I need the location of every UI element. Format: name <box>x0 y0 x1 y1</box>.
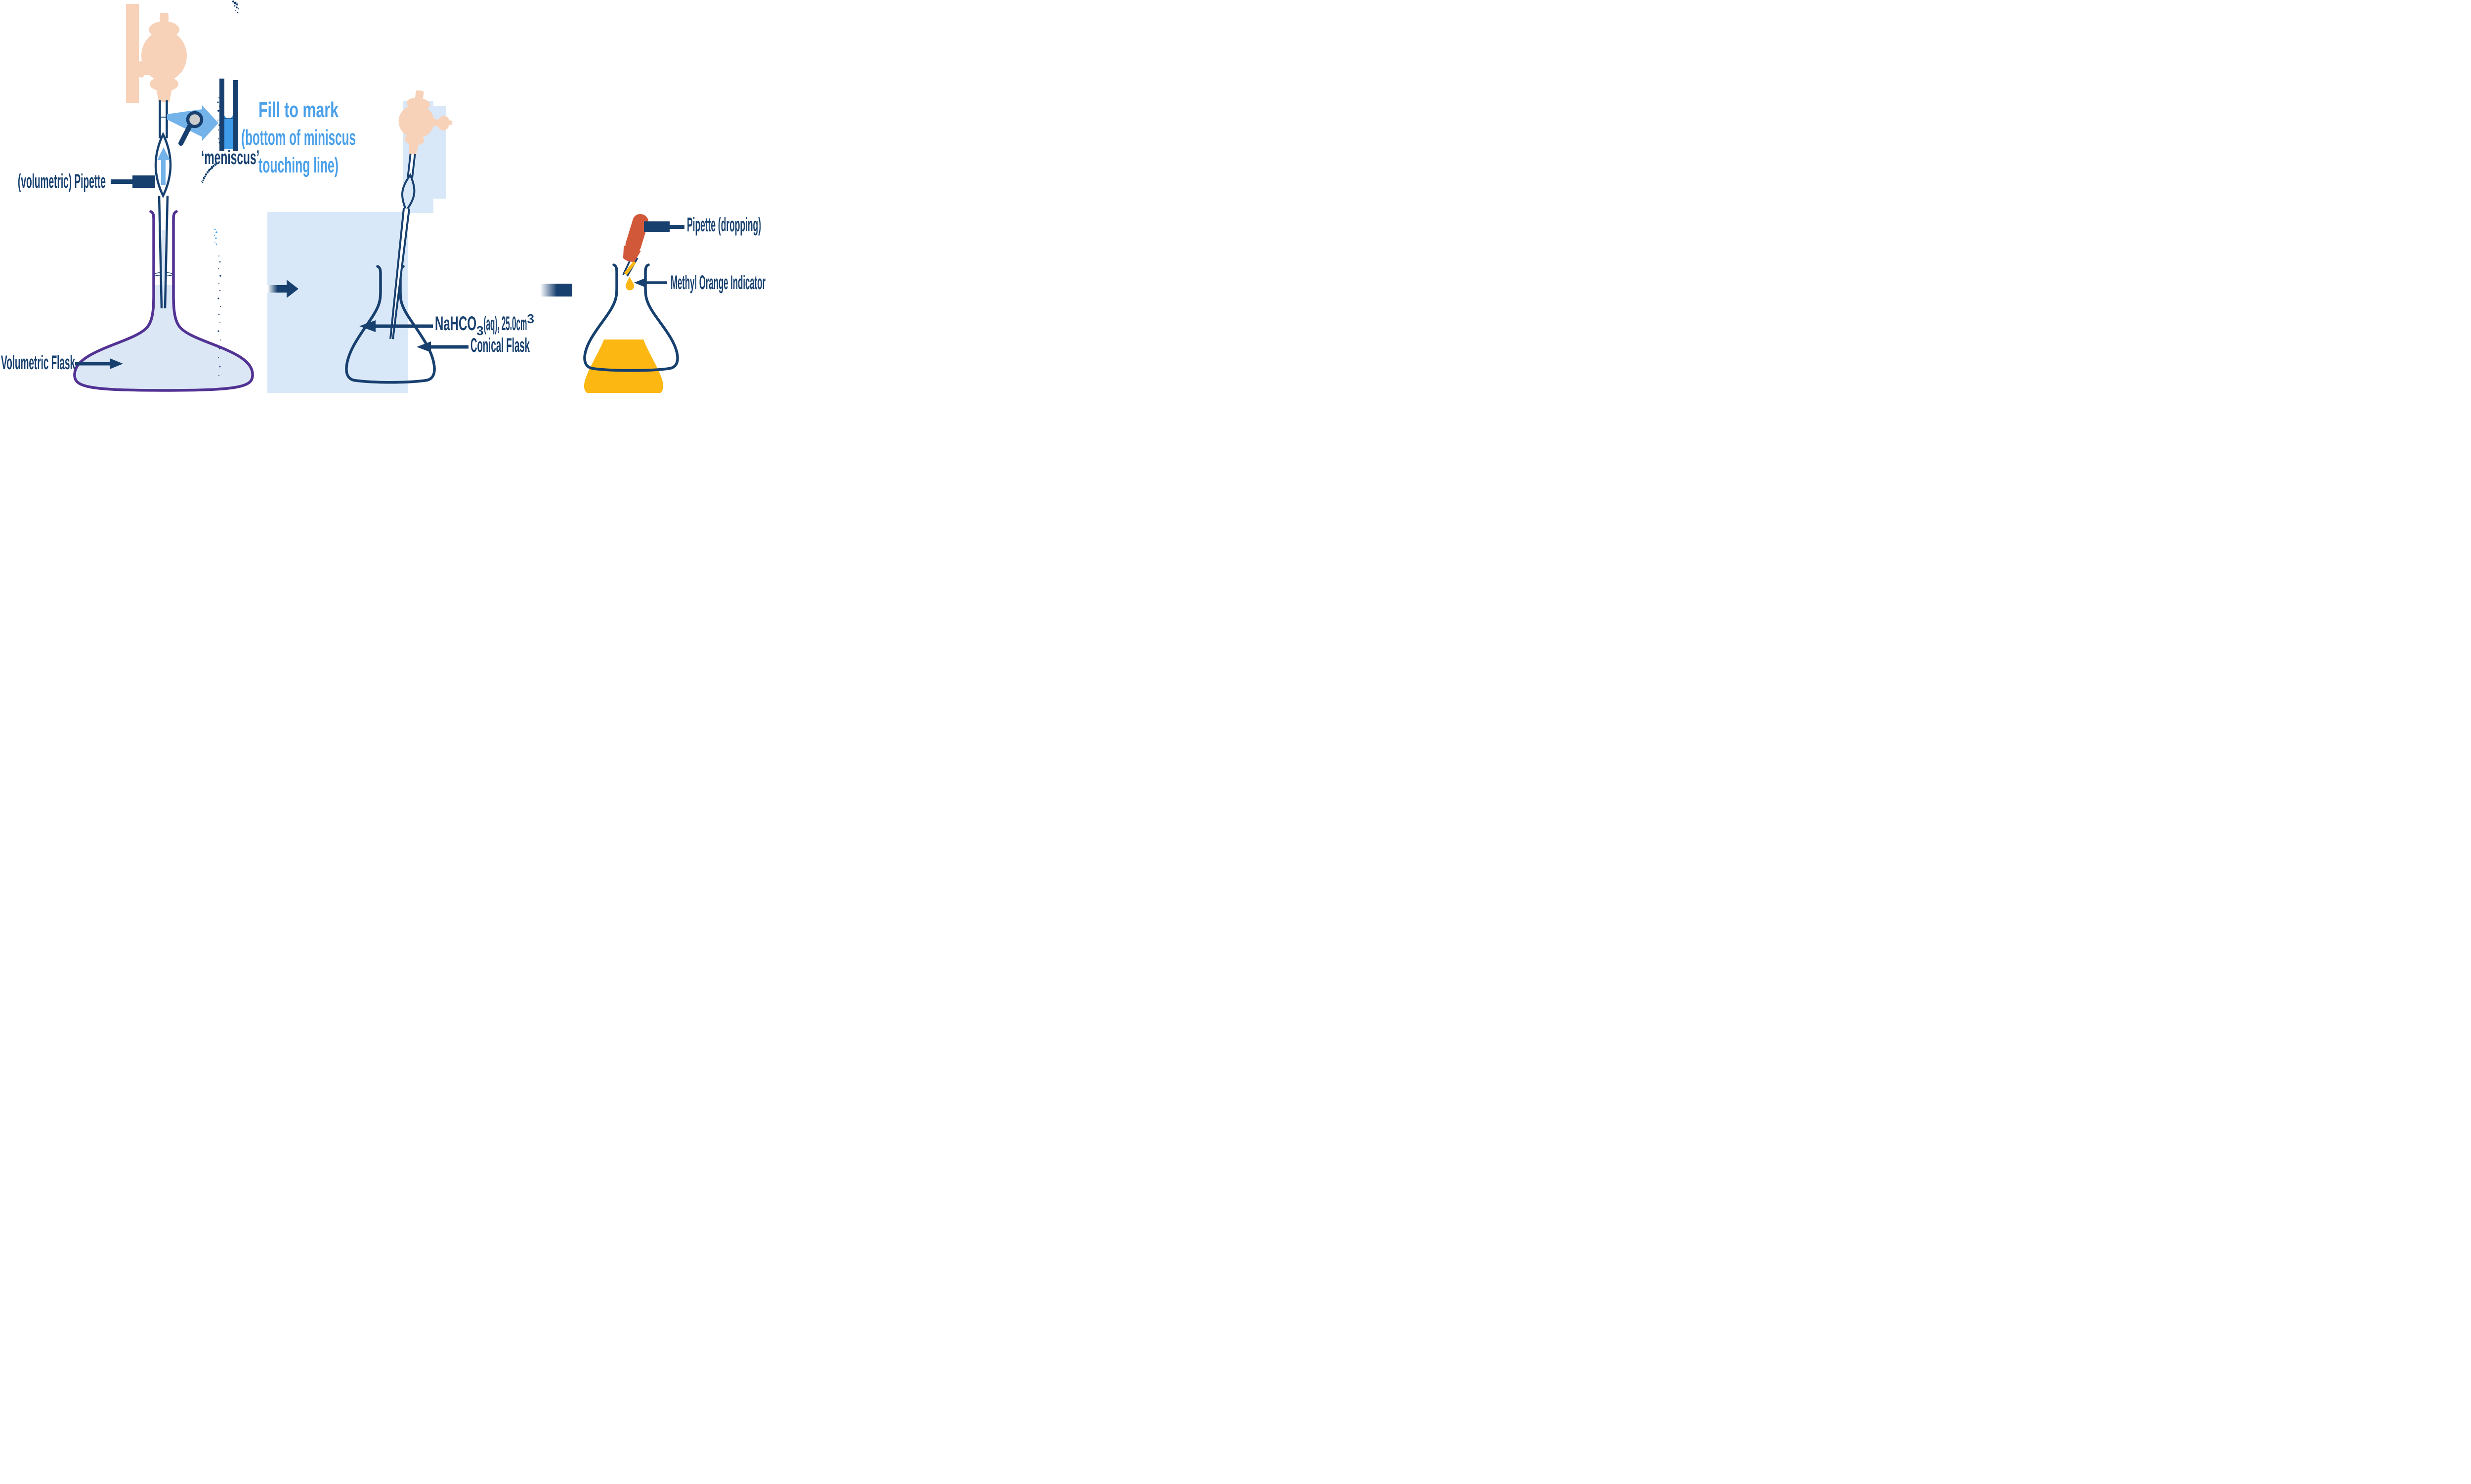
pipette2-lower-stem-right <box>391 209 411 339</box>
pipette-lower-stem-left <box>158 195 163 309</box>
solution-arrow-head <box>359 320 376 332</box>
dropper-bulb-skirt <box>623 246 641 262</box>
filler-nozzle <box>156 85 172 102</box>
magnifier-handle <box>178 124 192 146</box>
volumetric-flask-outline <box>73 210 254 392</box>
conical-flask-label: Conical Flask <box>470 335 530 356</box>
filler-stand-bar <box>126 4 139 103</box>
dispensing-pipette <box>389 90 453 339</box>
solution-superscript: 3 <box>527 311 534 326</box>
diagram-svg: ‘meniscus’ Fill to mark (bottom of minis… <box>1 0 766 393</box>
suction-arrow-head <box>157 147 170 160</box>
dropper-liquid <box>624 261 636 275</box>
conical-flask-outline <box>345 265 436 384</box>
meniscus-label: ‘meniscus’ <box>201 147 259 169</box>
titration-preparation-diagram: ‘meniscus’ Fill to mark (bottom of minis… <box>0 0 775 393</box>
suction-arrow-shaft <box>161 157 166 185</box>
dropper-label-connector-thick <box>644 221 670 232</box>
dropper-bulb <box>625 214 649 253</box>
dropper-label-connector-thin <box>669 225 684 229</box>
filler-bulb <box>141 31 187 81</box>
transition-bar-2 <box>536 284 572 297</box>
dropping-pipette-label: Pipette (dropping) <box>687 214 761 236</box>
ink-splatter-trail-lower <box>217 255 221 376</box>
filler2-nozzle <box>409 141 419 157</box>
filler2-bulb <box>398 104 434 138</box>
stage3-group: Pipette (dropping) Methyl Orange Indicat… <box>583 214 766 393</box>
pipette2-lower-stem-left <box>389 208 405 339</box>
conical-flask-arrow-head <box>417 341 431 352</box>
ink-splatter-trail-upper <box>217 97 221 144</box>
indicator-label: Methyl Orange Indicator <box>671 272 766 294</box>
indicator-flask-outline <box>583 263 679 372</box>
magnifier-beam-arrowhead <box>202 105 218 141</box>
meniscus-inset <box>167 79 238 151</box>
background-panel-large <box>267 212 408 393</box>
pipette-drawn-liquid <box>161 230 166 308</box>
solution-label: NaHCO3(aq), 25.0cm3 <box>435 311 534 338</box>
inset-meniscus-curve <box>224 106 233 119</box>
ink-splatter-top <box>232 0 239 13</box>
stage1-group: ‘meniscus’ Fill to mark (bottom of minis… <box>1 4 356 392</box>
filler2-side-nub <box>447 120 453 126</box>
solution-suffix: (aq), 25.0cm <box>483 313 527 335</box>
ink-splatter-arc <box>201 163 217 183</box>
fill-note-line1: Fill to mark <box>258 98 339 122</box>
stage2-group: NaHCO3(aq), 25.0cm3 Conical Flask <box>345 90 534 384</box>
indicator-solution <box>584 339 664 393</box>
pipette-label-connector-thick <box>132 175 155 188</box>
inset-tube-liquid <box>224 116 233 149</box>
inset-tube-wall-left <box>219 79 224 151</box>
volumetric-flask-label: Volumetric Flask <box>1 352 75 374</box>
volumetric-pipette <box>154 100 172 309</box>
solution-formula: NaHCO <box>435 313 476 335</box>
pipette2-lower-bore <box>390 208 409 339</box>
ink-splatter-blue <box>213 228 217 245</box>
magnifying-glass-icon <box>186 111 204 128</box>
pipette-filler-icon <box>126 4 187 103</box>
pipette-lower-stem-right <box>164 195 169 309</box>
pipette2-upper-stem-left <box>407 153 412 177</box>
pipette-label-connector-thin <box>111 179 133 184</box>
transition-arrow-1-head <box>287 280 298 298</box>
inset-tube-wall-right <box>233 80 238 151</box>
dropping-pipette <box>622 214 649 291</box>
volumetric-flask-arrow-head <box>110 358 123 369</box>
fill-note-line3: touching line) <box>258 153 339 177</box>
solution-subscript: 3 <box>476 323 483 338</box>
indicator-arrow-head <box>634 278 645 287</box>
transition-arrow-1 <box>265 280 298 298</box>
indicator-drop <box>626 277 634 291</box>
fill-note-line2: (bottom of miniscus <box>241 126 356 150</box>
pipette2-upper-stem-right <box>411 154 416 178</box>
filler2-side-valve <box>437 116 450 131</box>
volumetric-pipette-label: (volumetric) Pipette <box>18 170 106 192</box>
dropper-bulb-group <box>623 214 649 262</box>
transition-arrow-1-tail <box>265 285 287 293</box>
